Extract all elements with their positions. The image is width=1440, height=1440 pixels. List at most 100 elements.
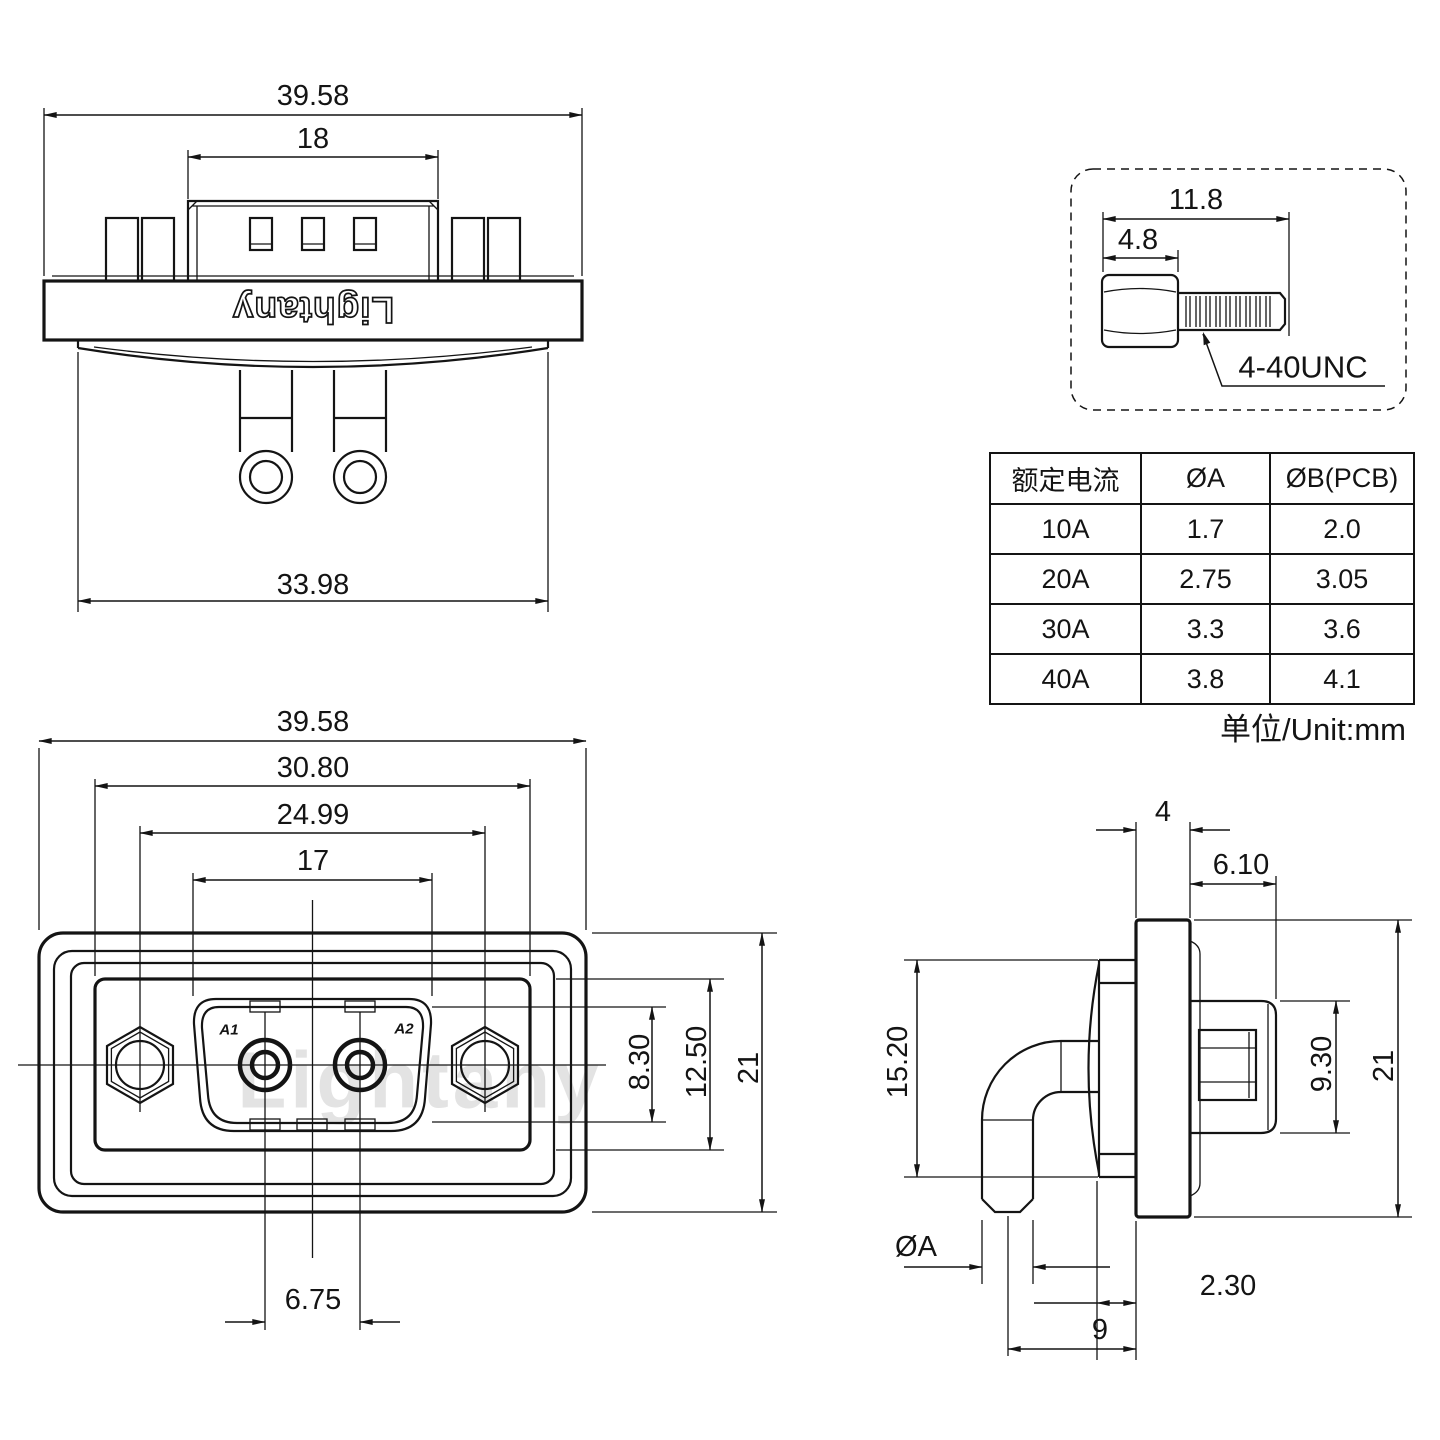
top-view-dim-insert-width: 33.98 (277, 569, 350, 601)
front-dim-overall-height: 21 (733, 1052, 765, 1084)
pin-elbow-inner (1031, 1090, 1062, 1121)
table-row: 10A 1.7 2.0 (989, 503, 1415, 555)
side-front-shell (1097, 958, 1136, 1179)
jackscrew-post (104, 216, 140, 283)
thread-spec-label: 4-40UNC (1238, 350, 1367, 385)
side-dim-overall-height: 21 (1368, 1050, 1400, 1082)
cell-dia-a: 3.3 (1140, 603, 1271, 655)
bump (344, 1000, 376, 1013)
screw-extension-lines (1102, 212, 1290, 336)
right-hex-nut (450, 1025, 520, 1105)
cell-dia-a: 3.8 (1140, 653, 1271, 705)
front-dim-opening-height: 8.30 (624, 1034, 656, 1090)
polarization-bumps (249, 1000, 376, 1131)
front-dim-shell-width: 17 (297, 845, 329, 877)
screw-hex-facet-lines (1103, 287, 1177, 335)
screw-dim-head-length: 4.8 (1118, 224, 1158, 256)
bump (296, 1118, 328, 1131)
cell-current: 10A (989, 503, 1142, 555)
contact-slot (300, 216, 326, 252)
table-header-row: 额定电流 ØA ØB(PCB) (989, 452, 1415, 505)
side-dim-front-gap: 2.30 (1200, 1270, 1256, 1302)
cell-dia-b: 2.0 (1269, 503, 1415, 555)
table-row: 30A 3.3 3.6 (989, 603, 1415, 655)
jackscrew-post (486, 216, 522, 283)
cell-current: 30A (989, 603, 1142, 655)
watermark-text: Lightany (237, 1036, 602, 1125)
housing-outer-rect (37, 931, 588, 1214)
pin1-label: A1 (218, 1022, 238, 1039)
solder-tabs (238, 370, 388, 452)
screw-shank-outline (1178, 291, 1287, 332)
pin-inner-ring (344, 1049, 376, 1081)
mounting-flange (42, 279, 584, 342)
col-header-dia-a: ØA (1140, 452, 1271, 505)
screw-detail: 11.8 4.8 4-40UNC (1070, 168, 1407, 411)
side-dim-shell-height: 15.20 (882, 1026, 914, 1099)
screw-hex-head (1100, 273, 1180, 349)
front-dim-mount-spacing: 24.99 (277, 799, 350, 831)
pin2-label: A2 (393, 1021, 414, 1038)
side-rear-cap (1190, 999, 1278, 1135)
side-nut-facet-lines (1199, 1032, 1256, 1098)
contact-slot (352, 216, 378, 252)
pin-inner-ring (249, 1049, 281, 1081)
cell-current: 40A (989, 653, 1142, 705)
side-dim-pin-diameter: ØA (895, 1231, 938, 1263)
insulator-body-inner-line (93, 346, 533, 363)
insulator-body-outline (76, 340, 550, 369)
front-view-centerlines (18, 826, 606, 1330)
contact-slot (248, 216, 274, 252)
side-view-extension-lines (904, 822, 1412, 1360)
cell-dia-b: 4.1 (1269, 653, 1415, 705)
pin-horizontal-arm (1061, 1039, 1099, 1094)
terminal-ring-inner (248, 459, 284, 495)
top-view-dim-overall-width: 39.58 (277, 80, 350, 112)
bump (344, 1118, 376, 1131)
cell-dia-a: 2.75 (1140, 553, 1271, 605)
screw-dim-overall-length: 11.8 (1169, 184, 1223, 216)
hex-nut-bore (114, 1039, 166, 1091)
d-shell-outer (192, 997, 433, 1133)
terminal-ring-outer (238, 449, 294, 505)
pin-vertical-leg (980, 1120, 1035, 1199)
top-view-dim-shroud-width: 18 (297, 123, 329, 155)
d-shell-inner (200, 1005, 425, 1125)
side-jackscrew-nut (1197, 1028, 1258, 1102)
cell-dia-b: 3.6 (1269, 603, 1415, 655)
table-row: 20A 2.75 3.05 (989, 553, 1415, 605)
front-view: Lightany 39.58 30.80 24.99 17 (18, 706, 777, 1330)
bump (249, 1118, 281, 1131)
table-row: 40A 3.8 4.1 (989, 653, 1415, 705)
pin-elbow-outer (980, 1039, 1062, 1121)
bump (249, 1000, 281, 1013)
jackscrew-post (140, 216, 176, 283)
brand-logo-text: Lightany (232, 290, 394, 331)
cell-current: 20A (989, 553, 1142, 605)
pin-outer-ring (332, 1037, 388, 1093)
contact-slots (248, 216, 378, 252)
hex-nut-bore (459, 1039, 511, 1091)
top-view: 39.58 18 Lightany (42, 80, 584, 612)
side-dim-pin-offset: 9 (1092, 1314, 1108, 1346)
screw-thread-ribs (1185, 296, 1271, 327)
dsub-shroud-outline (186, 199, 440, 283)
unit-note: 单位/Unit:mm (1220, 712, 1406, 747)
detail-boundary-box (1070, 168, 1407, 411)
hex-nut-inner (110, 1031, 170, 1099)
side-shell-front-face (1087, 963, 1101, 1174)
power-pin-1 (237, 1037, 293, 1093)
left-hex-nut (105, 1025, 175, 1105)
cell-dia-b: 3.05 (1269, 553, 1415, 605)
front-dim-pin-spacing: 6.75 (285, 1284, 341, 1316)
front-dim-insert-height: 12.50 (681, 1026, 713, 1099)
thread-leader-line (1202, 333, 1385, 387)
thread-leader-arrow (1203, 332, 1211, 346)
jackscrew-post (450, 216, 486, 283)
right-angle-pin (980, 1039, 1099, 1214)
col-header-dia-b: ØB(PCB) (1269, 452, 1415, 505)
cell-dia-a: 1.7 (1140, 503, 1271, 555)
hex-nut-outer (450, 1025, 520, 1105)
